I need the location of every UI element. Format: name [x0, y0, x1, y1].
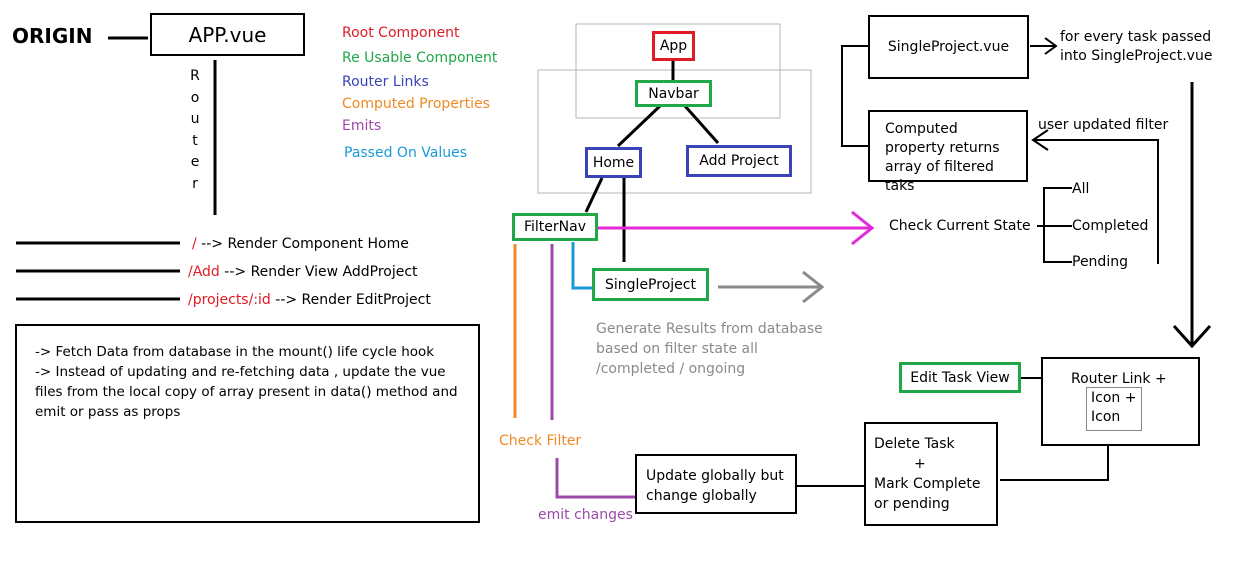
update-globally-box: Update globally but change globally — [635, 454, 797, 514]
computed-property-box: Computed property returns array of filte… — [868, 110, 1028, 194]
route-add: /Add --> Render View AddProject — [188, 263, 418, 281]
route-add-path: /Add — [188, 264, 220, 280]
router-vertical-label: Router — [190, 68, 200, 192]
notes-line-1: -> Fetch Data from database in the mount… — [35, 344, 435, 360]
route-home-text: --> Render Component Home — [196, 236, 409, 252]
gray-arrow-head — [802, 270, 825, 304]
update-globally-label: Update globally but change globally — [646, 468, 784, 504]
route-home-path: / — [192, 236, 197, 252]
emit-changes-label: emit changes — [538, 507, 633, 523]
single-project-vue-box: SingleProject.vue — [868, 15, 1029, 79]
add-project-node-label: Add Project — [699, 153, 779, 169]
app-node-label: App — [659, 38, 688, 54]
generate-results-text: Generate Results from database based on … — [596, 321, 823, 377]
app-frame — [575, 23, 781, 119]
legend-router-links: Router Links — [342, 74, 429, 90]
navbar-node: Navbar — [635, 80, 712, 107]
filternav-node: FilterNav — [512, 213, 598, 241]
home-filternav-edge — [584, 177, 604, 213]
filternav-node-label: FilterNav — [523, 219, 586, 235]
app-vue-label: APP.vue — [188, 22, 267, 47]
state-completed: Completed — [1072, 218, 1149, 234]
edit-task-view-label: Edit Task View — [910, 369, 1010, 386]
legend-emits: Emits — [342, 118, 382, 134]
route-add-text: --> Render View AddProject — [219, 264, 418, 280]
user-filter-line — [1034, 139, 1159, 264]
app-node: App — [652, 31, 695, 61]
legend-computed: Computed Properties — [342, 96, 490, 112]
single-project-vue-label: SingleProject.vue — [887, 39, 1010, 55]
spv-arrow-head — [1044, 37, 1058, 55]
purple-line-lower — [555, 458, 636, 499]
navbar-home-edge — [616, 104, 662, 148]
navbar-add-edge — [683, 105, 720, 144]
home-node-label: Home — [592, 154, 635, 171]
router-link-box: Router Link + Icon + Icon — [1041, 357, 1200, 446]
notes-line-2: -> Instead of updating and re-fetching d… — [35, 364, 458, 420]
single-project-node-label: SingleProject — [605, 276, 696, 293]
home-node: Home — [585, 147, 642, 178]
for-every-task-text: for every task passed into SingleProject… — [1060, 29, 1213, 64]
check-current-state: Check Current State — [889, 218, 1031, 234]
state-pending: Pending — [1072, 254, 1128, 270]
edit-task-view-box: Edit Task View — [899, 362, 1021, 393]
notes-box: -> Fetch Data from database in the mount… — [15, 324, 480, 523]
route-edit-path: /projects/:id — [188, 292, 271, 308]
state-branch-bracket — [1043, 187, 1072, 263]
computed-property-label: Computed property returns array of filte… — [885, 121, 1000, 194]
route-edit: /projects/:id --> Render EditProject — [188, 291, 431, 309]
router-link-label: Router Link + — [1071, 371, 1167, 387]
legend-reusable: Re Usable Component — [342, 50, 498, 66]
legend-passed-values: Passed On Values — [344, 145, 468, 161]
legend-root: Root Component — [342, 25, 460, 41]
pink-arrow-head — [851, 210, 875, 246]
user-updated-filter: user updated filter — [1038, 117, 1169, 133]
delete-task-plus: + — [914, 456, 926, 472]
navbar-node-label: Navbar — [648, 85, 699, 102]
delete-task-box: Delete Task + Mark Complete or pending — [864, 422, 998, 526]
app-vue-box: APP.vue — [150, 13, 305, 56]
cyan-connector — [571, 242, 592, 290]
route-edit-text: --> Render EditProject — [270, 292, 431, 308]
route-home: / --> Render Component Home — [192, 235, 409, 253]
single-project-node: SingleProject — [592, 268, 709, 301]
routerlink-delete-connector — [1000, 446, 1109, 481]
state-all: All — [1072, 181, 1090, 197]
check-filter-label: Check Filter — [499, 433, 582, 449]
user-filter-arrow — [1031, 129, 1049, 151]
delete-task-line1: Delete Task — [874, 436, 955, 452]
icon-box-label: Icon + Icon — [1091, 390, 1137, 425]
add-project-node: Add Project — [686, 145, 792, 177]
icon-box: Icon + Icon — [1086, 387, 1142, 431]
origin-label: ORIGIN — [12, 24, 93, 48]
down-arrow-head — [1172, 324, 1212, 349]
spv-computed-bracket — [841, 45, 868, 147]
delete-task-line2: Mark Complete or pending — [874, 476, 981, 512]
